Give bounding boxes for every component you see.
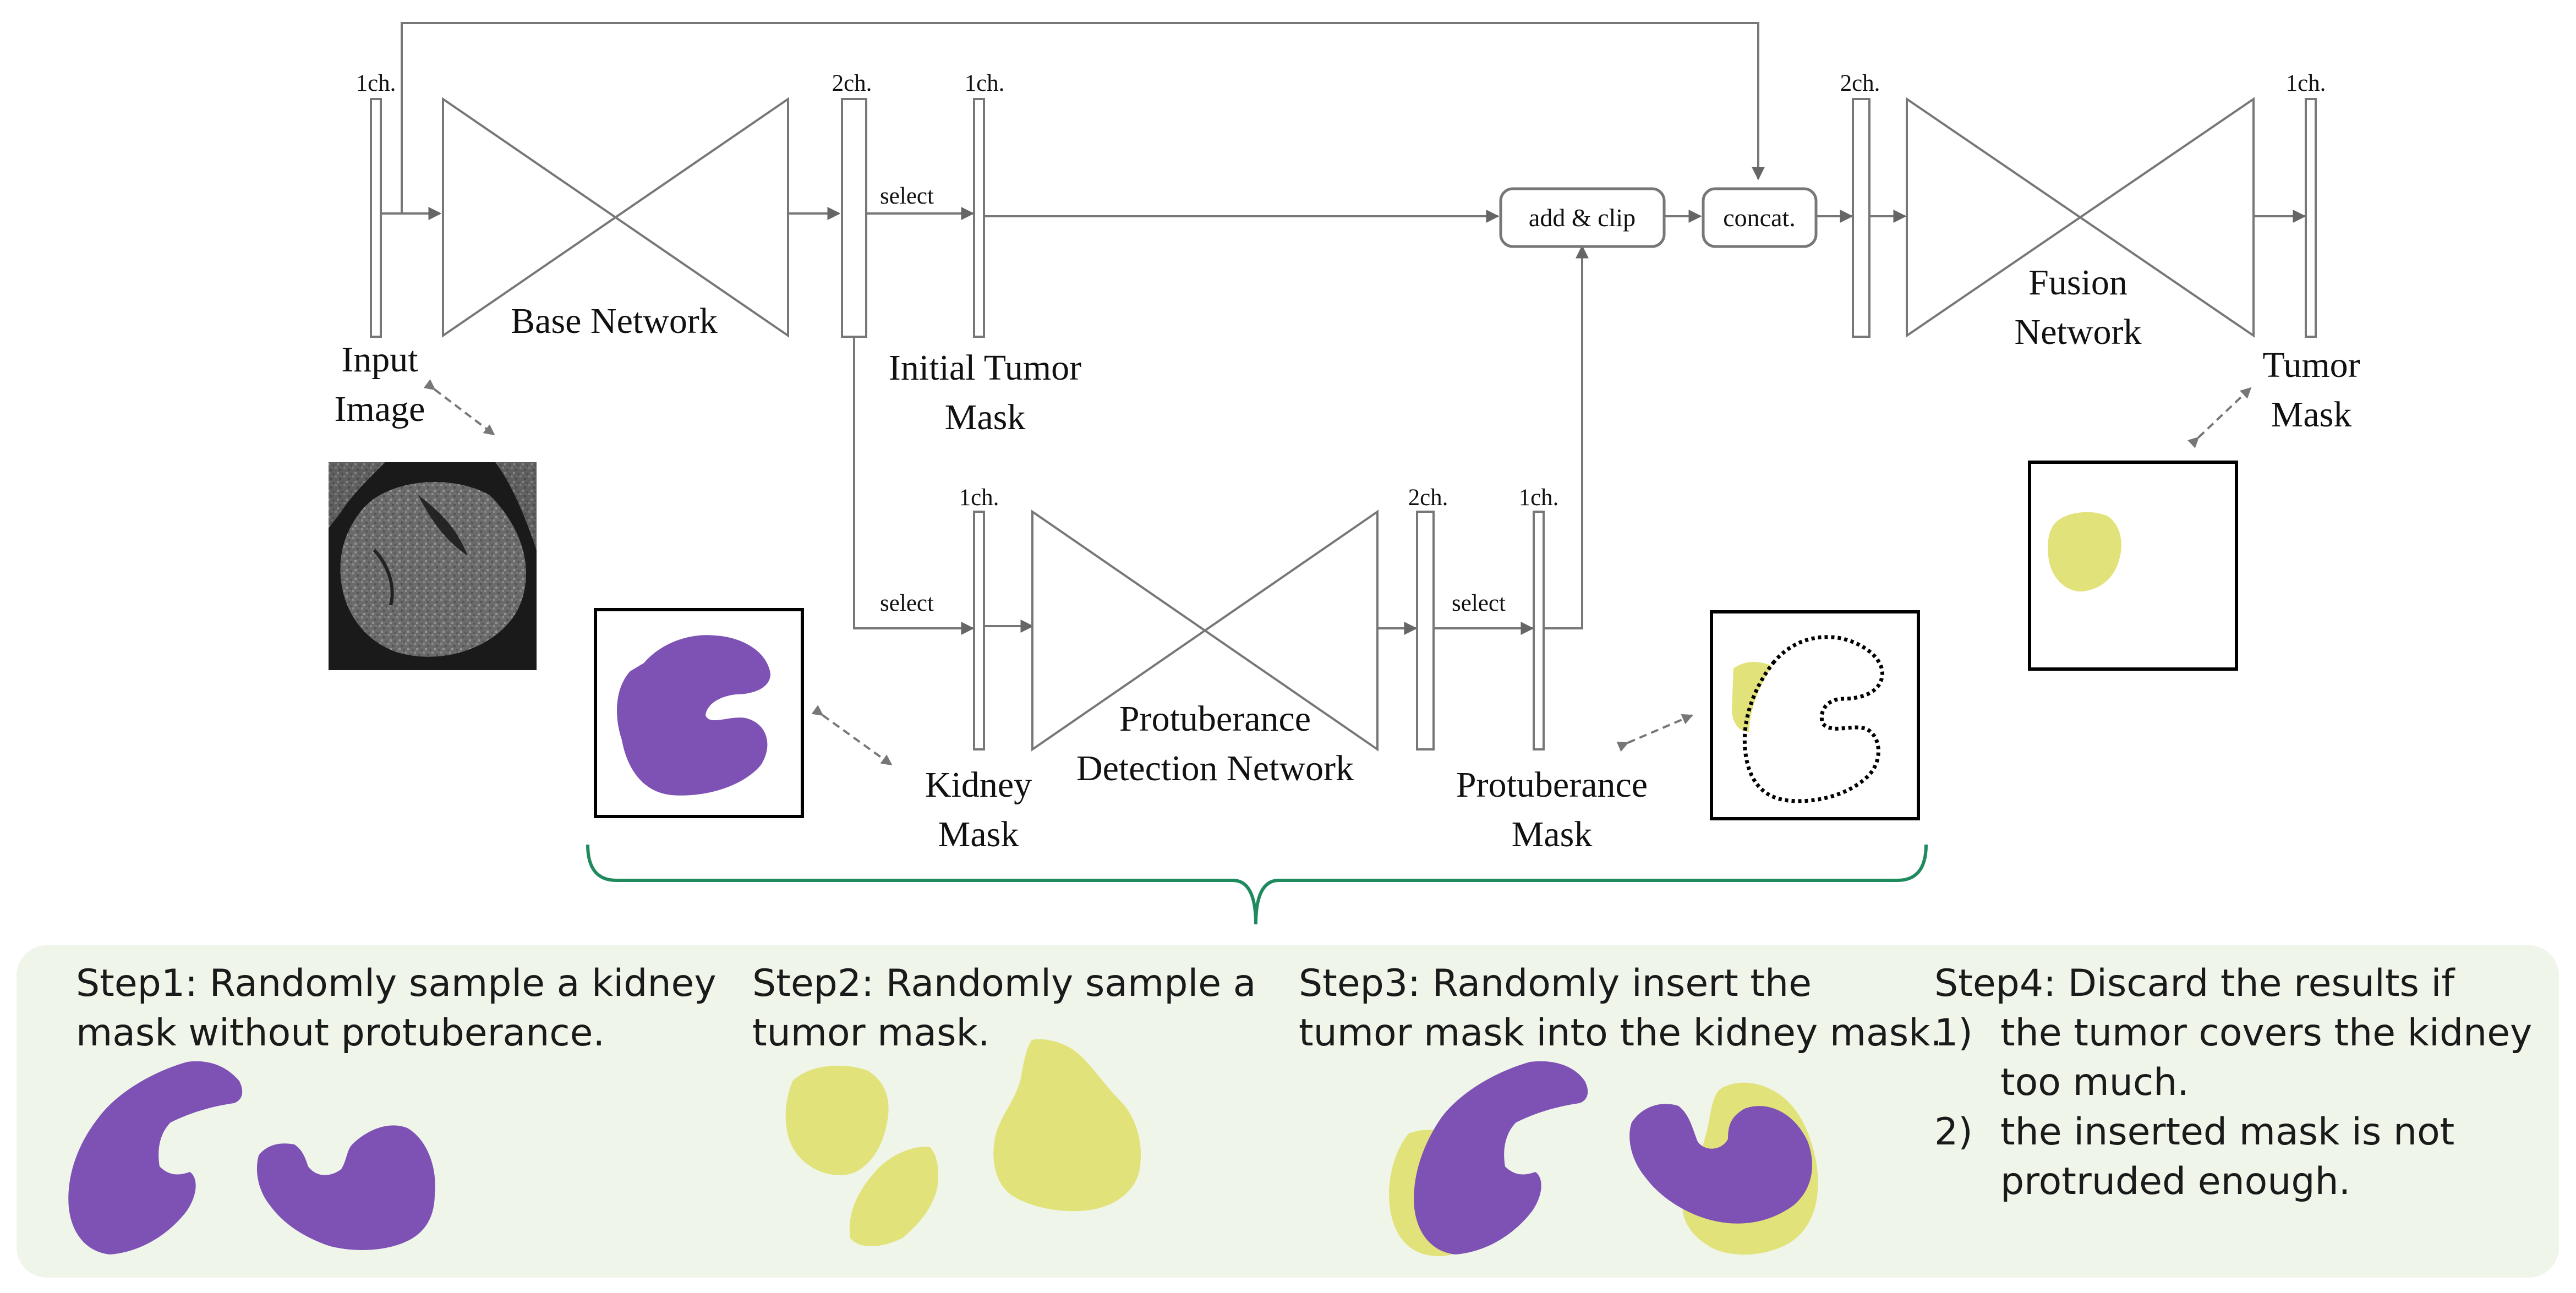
step4-title: Step4: Discard the results if [1934,962,2455,1005]
kidney-channels: 1ch. [959,485,999,511]
step2-line1: Step2: Randomly sample a [752,962,1256,1005]
tumor-mask-label-1: Tumor [2262,345,2360,385]
concat-box: concat. [1702,187,1818,248]
fusion-network-label-2: Network [2015,312,2142,352]
step4-item1-line2: too much. [2000,1061,2189,1104]
steps-panel [17,945,2559,1278]
input-image-label-1: Input [341,339,418,380]
pdn-shape [1031,509,1379,752]
step1-line1: Step1: Randomly sample a kidney [76,962,717,1005]
dashed-links [423,379,2252,766]
initial-tumor-mask-label-1: Initial Tumor [889,348,1081,388]
channel-labels: 1ch. 2ch. 1ch. 2ch. 1ch. 1ch. 2ch. 1ch. … [356,70,2326,616]
kidney-mask-label-2: Mask [938,814,1019,854]
step3-line2: tumor mask into the kidney mask. [1299,1011,1942,1055]
initial-mask-channels: 1ch. [965,70,1005,96]
fusion-output-channels: 1ch. [2286,70,2326,96]
input-image-label-2: Image [335,389,425,429]
add-clip-box: add & clip [1499,187,1666,248]
protuberance-mask-image [1710,610,1920,820]
protuberance-channels: 1ch. [1519,485,1559,511]
pdn-label-1: Protuberance [1119,699,1311,739]
step4-item2-line1: the inserted mask is not [2000,1110,2454,1154]
fusion-input-channels: 2ch. [1840,70,1880,96]
input-bar [370,98,382,338]
base-output-bar [841,98,867,338]
step4-item1-num: 1) [1934,1011,1973,1055]
select-label-2: select [880,590,934,616]
step3-line1: Step3: Randomly insert the [1299,962,1812,1005]
base-network-shape [442,97,789,338]
concat-label: concat. [1723,204,1796,232]
step3-combos [1389,1061,1818,1257]
input-channels: 1ch. [356,70,396,96]
fusion-input-bar [1852,98,1871,338]
step4-item2-line2: protruded enough. [2000,1160,2350,1203]
pdn-output-channels: 2ch. [1408,485,1448,511]
curly-bracket [586,844,1928,925]
fusion-network-shape [1906,97,2255,338]
kidney-mask-bar [973,511,985,750]
initial-mask-bar [973,98,985,338]
fusion-network-label-1: Fusion [2028,262,2127,303]
tumor-mask-image [2028,461,2238,671]
step2-tumors [785,1039,1141,1246]
kidney-mask-image [594,608,804,818]
step4-item1-line1: the tumor covers the kidney [2000,1011,2532,1055]
pdn-label-2: Detection Network [1076,748,1354,788]
node-labels: Base Network Input Image Initial Tumor M… [335,262,2360,854]
base-network-label: Base Network [511,301,718,341]
ct-input-image [329,462,537,670]
step1-line2: mask without protuberance. [76,1011,605,1055]
fusion-output-bar [2305,98,2317,338]
initial-tumor-mask-label-2: Mask [945,397,1026,437]
select-label-1: select [880,183,934,209]
base-output-channels: 2ch. [832,70,872,96]
select-label-3: select [1452,590,1506,616]
add-clip-label: add & clip [1529,204,1636,232]
step1-kidneys [68,1061,435,1254]
protuberance-bar [1533,511,1545,750]
top-connections [381,22,2306,635]
kidney-shape-1 [617,635,770,796]
protuberance-mask-label-1: Protuberance [1456,765,1648,805]
kidney-mask-label-1: Kidney [925,765,1032,805]
step2-line2: tumor mask. [752,1011,990,1055]
protuberance-mask-label-2: Mask [1512,814,1593,854]
steps-text: Step1: Randomly sample a kidney mask wit… [76,962,2532,1203]
tumor-mask-label-2: Mask [2271,395,2352,435]
pdn-output-bar [1416,511,1435,750]
step4-item2-num: 2) [1934,1110,1973,1154]
feature-bars [370,98,2317,750]
network-shapes [442,97,2255,752]
